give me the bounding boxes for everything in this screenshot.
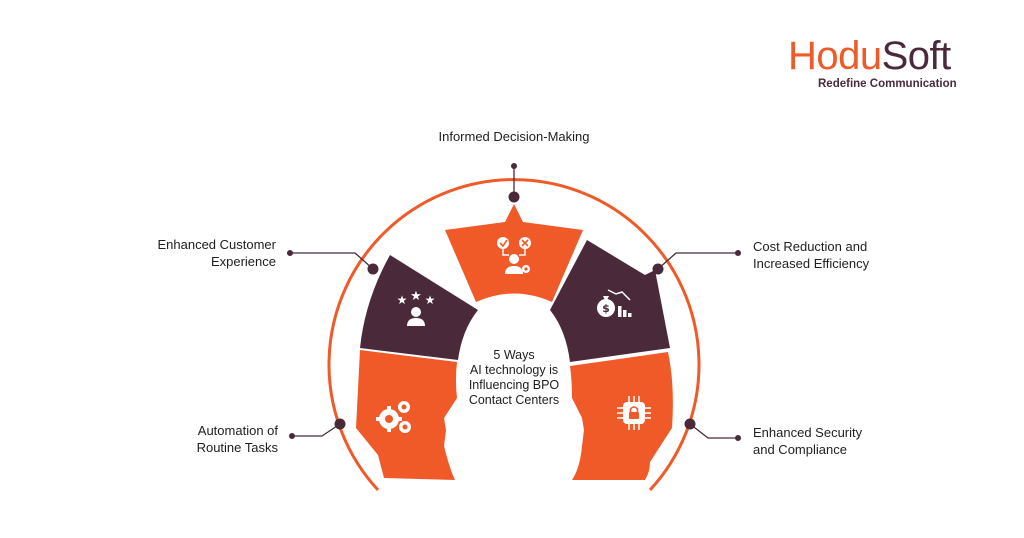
label-security-line2: and Compliance (753, 442, 847, 457)
star-rating-person-icon: ★ ★ ★ (397, 289, 436, 326)
label-security-line1: Enhanced Security (753, 425, 863, 440)
center-line-4: Contact Centers (468, 393, 560, 407)
svg-text:★: ★ (397, 293, 408, 307)
label-customer-line2: Experience (210, 254, 276, 269)
hodusoft-logo: HoduSoft Redefine Communication (788, 36, 988, 90)
label-automation-line2: Routine Tasks (196, 440, 278, 455)
segment-security (570, 352, 673, 480)
connector-end-customer (287, 250, 293, 256)
center-line-1: 5 Ways (493, 348, 535, 362)
label-decision-line1: Informed Decision-Making (438, 129, 590, 144)
center-title: 5 Ways AI technology is Influencing BPO … (444, 348, 584, 408)
label-decision-making: Informed Decision-Making (424, 128, 604, 145)
money-bag-chart-icon: $ (597, 289, 632, 317)
label-security: Enhanced Security and Compliance (753, 424, 883, 458)
connector-cost (657, 252, 738, 270)
connector-dot-automation (334, 418, 346, 430)
logo-tagline: Redefine Communication (818, 78, 957, 90)
svg-text:$: $ (602, 302, 610, 315)
connector-end-cost (735, 250, 741, 256)
security-lock-icon (617, 396, 651, 430)
connector-customer (290, 252, 374, 270)
center-line-3: Influencing BPO (468, 378, 560, 392)
label-customer-experience: Enhanced Customer Experience (140, 236, 276, 270)
decision-person-icon (497, 237, 531, 274)
connector-dot-decision (508, 191, 520, 203)
svg-text:★: ★ (410, 289, 422, 304)
logo-wordmark: HoduSoft (788, 36, 988, 76)
label-cost-reduction: Cost Reduction and Increased Efficiency (753, 238, 893, 272)
connector-dot-security (684, 418, 696, 430)
label-customer-line1: Enhanced Customer (157, 237, 276, 252)
segment-decision-making (445, 204, 583, 302)
gears-icon (376, 401, 411, 433)
label-cost-line2: Increased Efficiency (753, 256, 870, 271)
connector-dot-cost (652, 263, 664, 275)
label-automation-line1: Automation of (197, 423, 278, 438)
center-line-2: AI technology is (469, 363, 559, 377)
connector-end-automation (289, 433, 295, 439)
connector-dot-customer (367, 263, 379, 275)
svg-text:★: ★ (425, 293, 436, 307)
label-automation: Automation of Routine Tasks (186, 422, 278, 456)
connector-end-decision (511, 163, 517, 169)
segment-automation (356, 350, 457, 480)
connector-automation (292, 423, 341, 437)
logo-part-hodu: Hodu (788, 34, 882, 78)
label-cost-line1: Cost Reduction and (753, 239, 868, 254)
logo-part-soft: Soft (881, 34, 952, 78)
connector-end-security (735, 435, 741, 441)
connector-security (689, 423, 738, 439)
segment-customer-experience (360, 255, 478, 360)
